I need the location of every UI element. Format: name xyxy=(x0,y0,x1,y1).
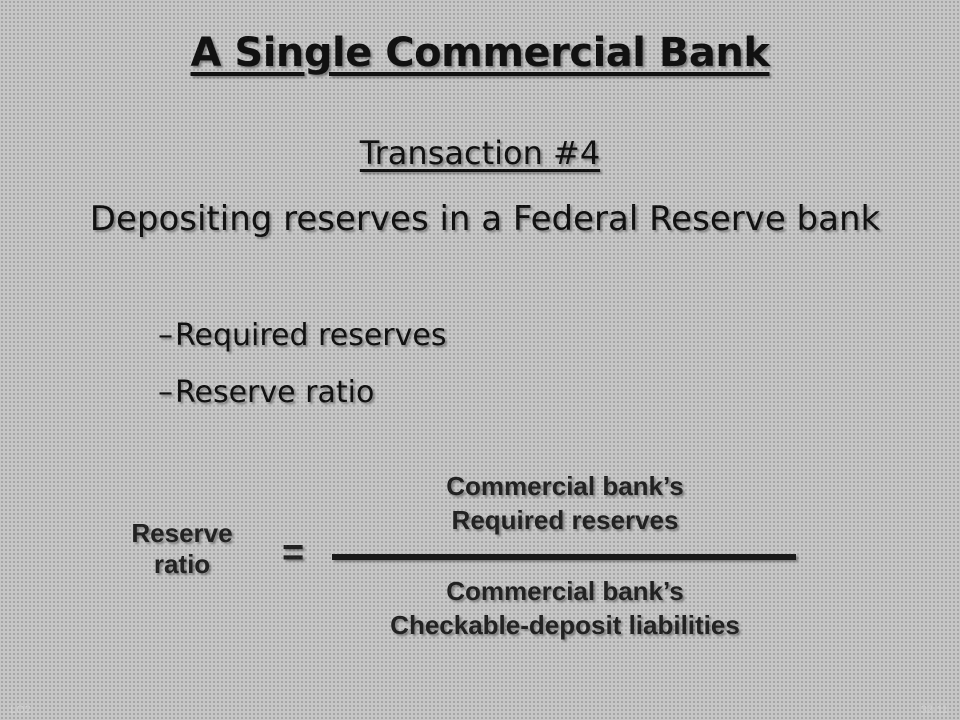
fraction-bar xyxy=(332,554,796,560)
numerator-line2: Required reserves xyxy=(451,504,679,535)
numerator-line1: Commercial bank’s xyxy=(446,471,684,501)
formula-numerator: Commercial bank’s Required reserves xyxy=(330,470,800,538)
denominator-line1: Commercial bank’s xyxy=(446,576,684,606)
bullet-dash: – xyxy=(158,318,173,353)
formula-lhs-line1: Reserve xyxy=(131,518,233,548)
formula-denominator: Commercial bank’s Checkable-deposit liab… xyxy=(310,575,820,643)
slide-title: A Single Commercial Bank xyxy=(190,30,770,76)
body-text: Depositing reserves in a Federal Reserve… xyxy=(89,199,881,239)
formula-lhs: Reserve ratio xyxy=(98,518,266,580)
bullet-item: –Reserve ratio xyxy=(158,375,374,410)
equals-sign: = xyxy=(282,532,305,574)
footer-learning-objective: LO2 xyxy=(10,704,31,716)
denominator-line2: Checkable-deposit liabilities xyxy=(390,609,740,640)
bullet-item: –Required reserves xyxy=(158,318,446,353)
bullet-text: Required reserves xyxy=(175,318,447,353)
bullet-text: Reserve ratio xyxy=(175,375,375,410)
formula-lhs-line2: ratio xyxy=(153,549,211,580)
slide-subtitle: Transaction #4 xyxy=(359,134,601,172)
footer-slide-number: 32-11 xyxy=(920,704,948,716)
bullet-dash: – xyxy=(158,375,173,410)
